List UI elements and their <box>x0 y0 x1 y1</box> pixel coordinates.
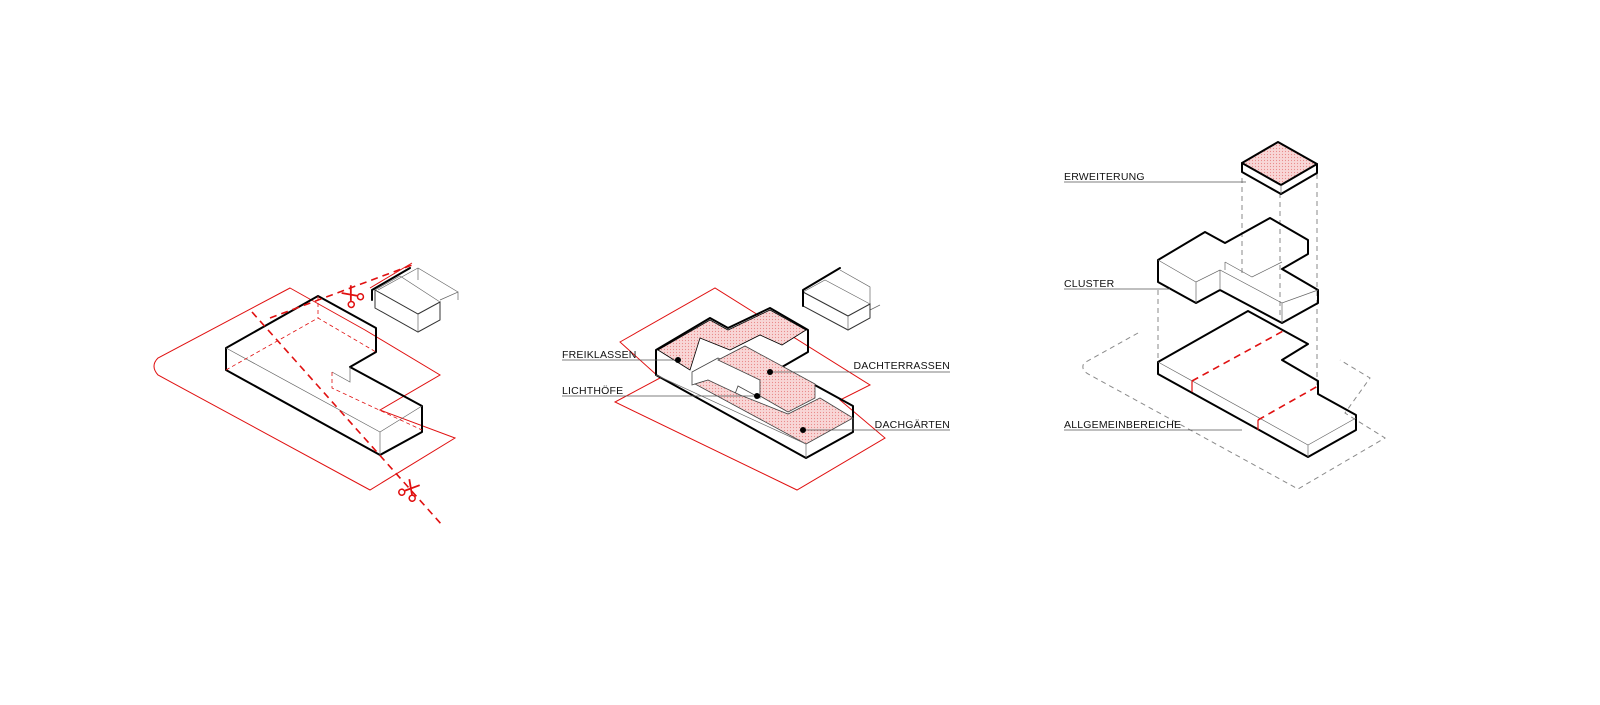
label-lichthoefe: LICHTHÖFE <box>562 385 623 397</box>
label-cluster: CLUSTER <box>1064 278 1115 290</box>
extension-volume <box>1241 141 1318 195</box>
cluster-level <box>1157 217 1319 324</box>
label-dachterrassen: DACHTERRASSEN <box>853 360 950 372</box>
main-block <box>225 295 423 456</box>
site-outline <box>153 287 457 491</box>
neighbour-building <box>371 267 459 333</box>
main-block <box>655 307 854 459</box>
label-erweiterung: ERWEITERUNG <box>1064 171 1145 183</box>
cut-line-a <box>251 311 443 526</box>
neighbour-building <box>802 267 881 331</box>
panel-2-roof-diagram: FREIKLASSEN LICHTHÖFE DACHTERRASSEN DACH… <box>562 267 950 491</box>
label-freiklassen: FREIKLASSEN <box>562 349 637 361</box>
site-outline <box>1082 332 1386 490</box>
scissors-icon <box>341 285 365 309</box>
panel-3-exploded-diagram: ERWEITERUNG CLUSTER ALLGEMEINBEREICHE <box>1064 141 1386 490</box>
cut-line-b <box>269 264 413 319</box>
cut-line-c <box>369 262 413 289</box>
label-allgemeinbereiche: ALLGEMEINBEREICHE <box>1064 419 1181 431</box>
scissors-icon <box>398 479 421 502</box>
panel-1-cut-diagram <box>153 262 459 526</box>
label-dachgaerten: DACHGÄRTEN <box>875 419 950 431</box>
base-slab <box>1157 310 1357 458</box>
